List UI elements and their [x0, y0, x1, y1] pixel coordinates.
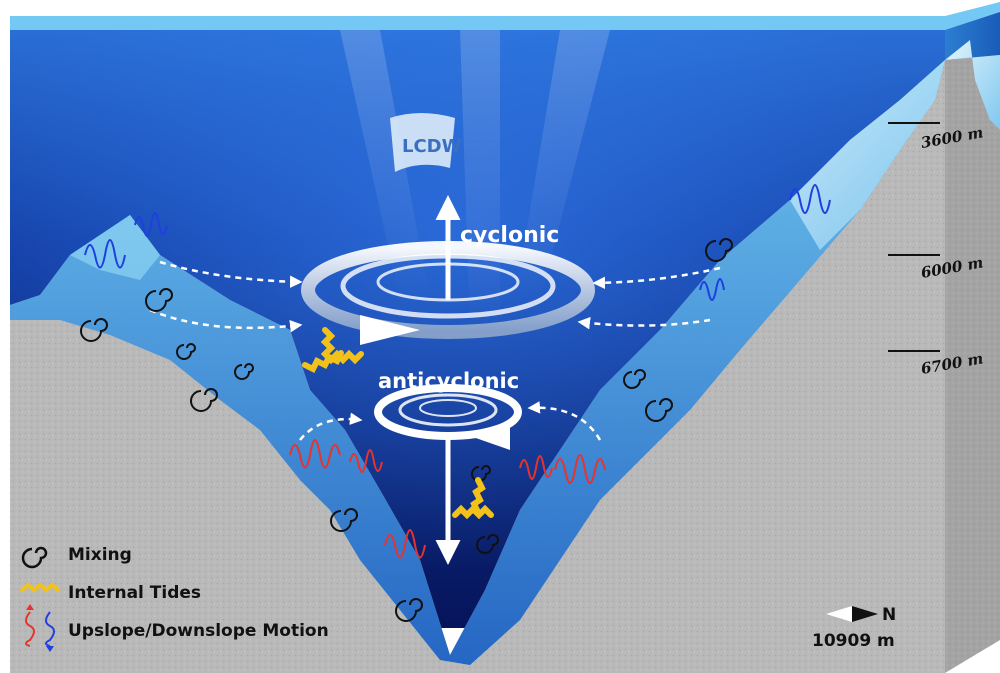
slope-motion-waves: [84, 184, 831, 559]
legend-internal-tides: Internal Tides: [20, 582, 201, 603]
anticyclonic-gyre: anticyclonic: [374, 369, 522, 565]
legend: Mixing Internal Tides Upslope/Downslope …: [20, 545, 329, 652]
legend-mixing: Mixing: [21, 545, 132, 569]
compass-north-label: N: [882, 605, 896, 625]
compass: N 10909 m: [812, 605, 896, 651]
mixing-symbols: [80, 238, 733, 622]
lcdw-flag: LCDW: [390, 113, 462, 172]
cyclonic-gyre: cyclonic: [301, 195, 595, 345]
legend-mixing-label: Mixing: [68, 545, 132, 565]
inflow-arrows: [149, 260, 721, 441]
lcdw-label: LCDW: [402, 136, 462, 157]
internal-tides: [302, 327, 494, 520]
rock-block: [10, 40, 1000, 673]
legend-slope-motion-label: Upslope/Downslope Motion: [68, 621, 329, 641]
max-depth-label: 10909 m: [812, 631, 895, 651]
cyclonic-label: cyclonic: [460, 223, 559, 248]
anticyclonic-label: anticyclonic: [378, 369, 519, 393]
legend-internal-tides-label: Internal Tides: [68, 583, 201, 603]
legend-slope-motion: Upslope/Downslope Motion: [25, 604, 329, 652]
